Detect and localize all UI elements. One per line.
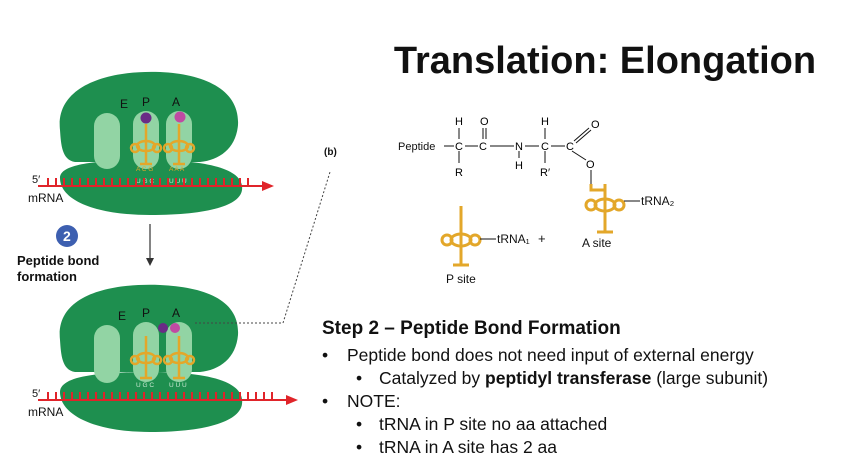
codon-a-top: U U U	[169, 178, 187, 185]
c-atom-1: C	[455, 141, 463, 153]
r-group: R	[455, 167, 463, 179]
step-label-line1: Peptide bond	[17, 253, 99, 268]
amino-acid-2-bottom	[170, 323, 180, 333]
down-arrow-icon	[146, 258, 154, 266]
amino-acid-1-bottom	[158, 323, 168, 333]
sub-bullet-p-site: • tRNA in P site no aa attached	[322, 413, 842, 436]
sub-bullet-a-site: • tRNA in A site has 2 aa	[322, 436, 842, 459]
codon-p-bottom: U G C	[136, 382, 154, 389]
five-prime-top: 5′	[32, 174, 40, 186]
step-label-line2: formation	[17, 269, 77, 284]
catalyst-text-post: (large subunit)	[651, 368, 769, 388]
step-number: 2	[63, 228, 71, 244]
h-atom-3: H	[541, 116, 549, 128]
mrna-strand-bottom	[38, 392, 288, 401]
sub-bullet-catalyst: • Catalyzed by peptidyl transferase (lar…	[322, 367, 842, 390]
trna2-label: tRNA₂	[641, 194, 675, 208]
bullet-energy: • Peptide bond does not need input of ex…	[322, 344, 842, 367]
amino-acid-p-top	[140, 112, 152, 124]
o-atom-2: O	[591, 119, 600, 131]
c-atom-4: C	[566, 141, 574, 153]
site-p-label-bottom: P	[142, 306, 150, 320]
codon-p-top: U G C	[136, 178, 154, 185]
site-a-label-top: A	[172, 95, 180, 109]
step-description: Step 2 – Peptide Bond Formation • Peptid…	[322, 318, 842, 459]
page-title: Translation: Elongation	[393, 40, 817, 82]
bullet-dot: •	[322, 391, 329, 411]
bullet-note-text: NOTE:	[347, 391, 401, 411]
bullet-dot: •	[356, 414, 363, 434]
small-subunit-bottom	[60, 372, 243, 432]
mrna-arrowhead-bottom	[286, 395, 298, 405]
bullet-dot: •	[356, 437, 363, 457]
c-atom-3: C	[541, 141, 549, 153]
ribosome-bottom: E P A U G C U U U	[59, 284, 243, 432]
h-atom-2: H	[515, 160, 523, 172]
step-heading: Step 2 – Peptide Bond Formation	[322, 318, 621, 339]
catalyst-enzyme: peptidyl transferase	[485, 368, 652, 388]
step-number-circle	[56, 225, 78, 247]
h-atom-1: H	[455, 116, 463, 128]
o-atom-1: O	[480, 116, 489, 128]
anticodon-a-top: A A A	[169, 166, 185, 173]
mrna-label-top: mRNA	[28, 191, 63, 205]
a-site-label: A site	[582, 236, 612, 250]
o-atom-3: O	[586, 159, 595, 171]
molecule-bonds	[444, 127, 592, 163]
site-p-label-top: P	[142, 95, 150, 109]
mrna-label-bottom: mRNA	[28, 405, 63, 419]
five-prime-bottom: 5′	[32, 388, 40, 400]
site-a-label-bottom: A	[172, 306, 180, 320]
p-site-label: P site	[446, 272, 476, 286]
catalyst-text-pre: Catalyzed by	[379, 368, 486, 388]
bullet-dot: •	[322, 345, 329, 365]
trna1-label: tRNA₁	[497, 232, 530, 246]
p-site-note: tRNA in P site no aa attached	[379, 414, 608, 434]
a-site-note: tRNA in A site has 2 aa	[379, 437, 558, 457]
n-atom: N	[515, 141, 523, 153]
site-e-label-top: E	[120, 97, 128, 111]
bullet-dot: •	[356, 368, 363, 388]
c-atom-2: C	[479, 141, 487, 153]
panel-b-label: (b)	[324, 147, 337, 158]
bullet-energy-text: Peptide bond does not need input of exte…	[347, 345, 754, 365]
r-prime-group: R′	[540, 167, 550, 179]
anticodon-p-top: A C G	[136, 166, 153, 173]
trna-a-icon-top	[162, 124, 196, 166]
peptide-label: Peptide	[398, 141, 435, 153]
trna-a-icon-bottom	[162, 336, 196, 380]
bullet-note: • NOTE:	[322, 390, 842, 413]
trna1-icon	[440, 206, 482, 267]
site-e-slot-top	[94, 113, 120, 169]
amino-acid-a-top	[174, 111, 186, 123]
site-e-slot-bottom	[94, 325, 120, 383]
trna-p-icon-top	[129, 124, 163, 166]
plus-sign: +	[538, 231, 546, 246]
codon-a-bottom: U U U	[169, 382, 187, 389]
site-e-label-bottom: E	[118, 309, 126, 323]
trna-p-icon-bottom	[129, 336, 163, 380]
trna2-icon	[584, 184, 626, 234]
